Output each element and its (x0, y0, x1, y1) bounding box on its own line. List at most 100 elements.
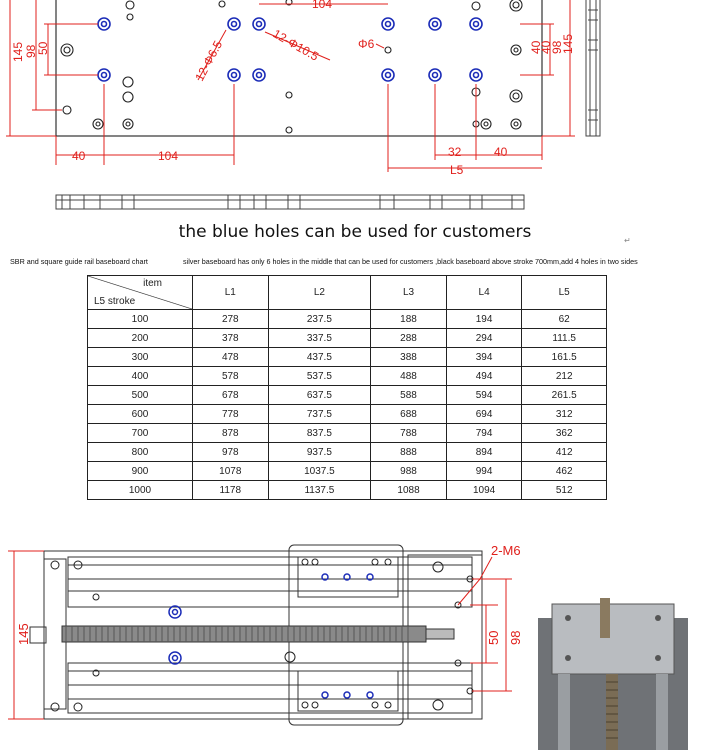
caption: the blue holes can be used for customers (178, 222, 532, 242)
stroke-cell: 600 (87, 404, 193, 424)
value-cell: 62 (521, 309, 607, 329)
bottom-technical-drawing: 145 2-M6 50 98 (8, 543, 523, 726)
value-cell: 888 (370, 442, 447, 462)
value-cell: 988 (370, 461, 447, 481)
value-cell: 261.5 (521, 385, 607, 405)
value-cell: 978 (192, 442, 269, 462)
column-header: L2 (267, 275, 372, 310)
value-cell: 837.5 (267, 423, 372, 443)
dim-98-left: 98 (24, 44, 38, 58)
value-cell: 437.5 (267, 347, 372, 367)
dim-hole-6: Φ6 (358, 37, 375, 51)
column-header: L4 (445, 275, 523, 310)
header-stroke-label: L5 stroke (94, 296, 136, 307)
value-cell: 161.5 (521, 347, 607, 367)
customer-holes (97, 17, 483, 82)
value-cell: 637.5 (267, 385, 372, 405)
dim-50-bottom: 50 (486, 631, 501, 645)
value-cell: 337.5 (267, 328, 372, 348)
value-cell: 194 (445, 309, 523, 329)
value-cell: 578 (192, 366, 269, 386)
value-cell: 694 (445, 404, 523, 424)
value-cell: 288 (370, 328, 447, 348)
dim-l5: L5 (450, 163, 464, 177)
value-cell: 788 (370, 423, 447, 443)
dim-104-bottom: 104 (158, 149, 178, 163)
screw-shaft-end (425, 628, 455, 640)
dim-98-right: 98 (550, 40, 564, 54)
column-header: L1 (192, 275, 269, 310)
dim-40-bottom-right: 40 (494, 145, 508, 159)
dim-40-right: 40 (539, 40, 553, 54)
paragraph-mark: ↵ (624, 236, 631, 245)
value-cell: 512 (521, 480, 607, 500)
stroke-cell: 400 (87, 366, 193, 386)
value-cell: 394 (445, 347, 523, 367)
dim-hole-10-5: 12-Φ10.5 (271, 26, 322, 63)
value-cell: 312 (521, 404, 607, 424)
value-cell: 388 (370, 347, 447, 367)
value-cell: 794 (445, 423, 523, 443)
column-header: L5 (521, 275, 607, 310)
value-cell: 278 (192, 309, 269, 329)
baseboard-note: silver baseboard has only 6 holes in the… (183, 257, 638, 266)
stroke-cell: 300 (87, 347, 193, 367)
rail-bottom (67, 662, 473, 714)
stroke-cell: 200 (87, 328, 193, 348)
dim-32-bottom: 32 (448, 145, 462, 159)
value-cell: 294 (445, 328, 523, 348)
value-cell: 412 (521, 442, 607, 462)
value-cell: 737.5 (267, 404, 372, 424)
value-cell: 237.5 (267, 309, 372, 329)
value-cell: 778 (192, 404, 269, 424)
mount-holes (60, 0, 523, 134)
stroke-cell: 800 (87, 442, 193, 462)
value-cell: 1178 (192, 480, 269, 500)
dim-40-right-inner: 40 (529, 40, 543, 54)
value-cell: 1078 (192, 461, 269, 481)
header-diagonal-cell: item L5 stroke (88, 276, 192, 309)
dim-98-bottom: 98 (508, 631, 523, 645)
value-cell: 378 (192, 328, 269, 348)
side-profile (585, 0, 601, 137)
value-cell: 594 (445, 385, 523, 405)
value-cell: 1088 (370, 480, 447, 500)
stroke-cell: 100 (87, 309, 193, 329)
value-cell: 212 (521, 366, 607, 386)
value-cell: 688 (370, 404, 447, 424)
top-technical-drawing: 145 98 50 104 12-Φ6.5 12-Φ10.5 Φ6 40 40 … (6, 0, 601, 210)
dim-145-left: 145 (11, 42, 25, 62)
value-cell: 537.5 (267, 366, 372, 386)
stroke-cell: 1000 (87, 480, 193, 500)
baseboard-outline (55, 0, 543, 137)
chart-title: SBR and square guide rail baseboard char… (10, 257, 148, 266)
value-cell: 994 (445, 461, 523, 481)
dim-104-top: 104 (312, 0, 332, 11)
header-item-label: item (143, 278, 162, 289)
column-header: L3 (370, 275, 447, 310)
value-cell: 462 (521, 461, 607, 481)
dim-hole-6-5: 12-Φ6.5 (192, 38, 225, 83)
value-cell: 362 (521, 423, 607, 443)
value-cell: 678 (192, 385, 269, 405)
value-cell: 1037.5 (267, 461, 372, 481)
value-cell: 1094 (445, 480, 523, 500)
stroke-cell: 500 (87, 385, 193, 405)
dimension-lines (6, 0, 575, 172)
value-cell: 1137.5 (267, 480, 372, 500)
header-corner: item L5 stroke (87, 275, 193, 310)
product-photo (538, 598, 688, 750)
value-cell: 937.5 (267, 442, 372, 462)
bottom-profile (55, 194, 525, 210)
